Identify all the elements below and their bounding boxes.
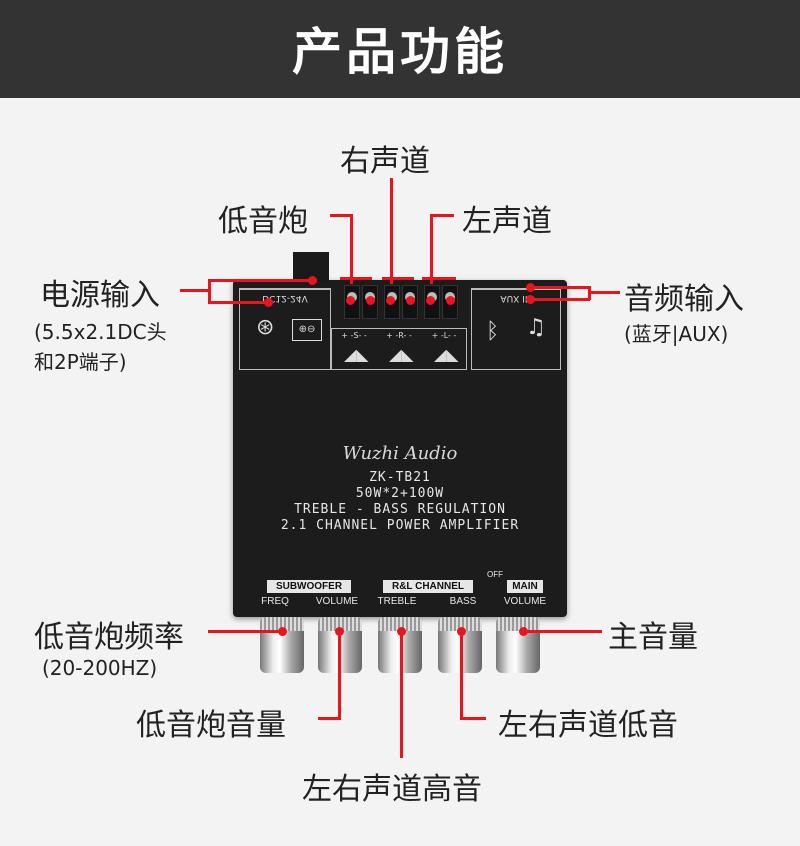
- callout-line: [208, 301, 268, 304]
- sub-freq-knob[interactable]: [260, 617, 304, 673]
- freq-label: FREQ: [261, 596, 289, 607]
- page-title: 产品功能: [292, 23, 508, 81]
- left-channel-label: 左声道: [462, 204, 552, 239]
- speaker-s-label: + -S- -: [341, 331, 367, 340]
- main-volume-label: VOLUME: [503, 596, 547, 607]
- subwoofer-group-label: SUBWOOFER: [267, 580, 351, 593]
- callout-dot: [366, 296, 375, 305]
- callout-line: [530, 298, 590, 301]
- callout-dot: [346, 296, 355, 305]
- callout-line: [530, 286, 590, 289]
- callout-line: [430, 214, 433, 284]
- subwoofer-label: 低音炮: [218, 204, 308, 239]
- speaker-icon: ◢◣: [434, 345, 459, 364]
- callout-line: [330, 214, 352, 217]
- main-volume-callout: 主音量: [608, 620, 698, 655]
- power-input-note-1: (5.5x2.1DC头: [34, 320, 167, 344]
- main-group-label: MAIN: [507, 580, 543, 593]
- brand-logo: Wuzhi Audio: [342, 443, 458, 464]
- callout-line: [382, 277, 414, 280]
- callout-line: [432, 214, 454, 217]
- callout-line: [526, 630, 602, 633]
- callout-line: [460, 632, 463, 720]
- power-text: 50W*2+100W: [355, 486, 445, 501]
- callout-dot: [278, 627, 287, 636]
- callout-dot: [526, 295, 535, 304]
- callout-dot: [335, 627, 344, 636]
- audio-input-note: (蓝牙|AUX): [624, 322, 729, 346]
- aux-jack-icon: ♫: [526, 315, 546, 340]
- speaker-r-label: + -R- -: [386, 331, 412, 340]
- callout-line: [400, 632, 403, 758]
- power-connector-icon: ⊛: [256, 315, 275, 340]
- speaker-l-label: + -L- -: [431, 331, 457, 340]
- sub-volume-label: VOLUME: [315, 596, 359, 607]
- sub-freq-note: (20-200HZ): [42, 656, 158, 680]
- speaker-icon: ◢◣: [389, 345, 414, 364]
- callout-line: [338, 632, 341, 720]
- amplifier-board: DC12-24V ⊛ ⊕⊖ + -S- - + -R- - + -L- - ◢◣…: [233, 280, 567, 617]
- audio-panel: AUX IN ᛒ ♫: [471, 288, 561, 370]
- callout-line: [588, 291, 620, 294]
- callout-dot: [386, 296, 395, 305]
- callout-line: [350, 214, 353, 284]
- bass-label: BASS: [449, 596, 477, 607]
- lr-bass-callout: 左右声道低音: [498, 708, 678, 743]
- right-channel-label: 右声道: [340, 144, 430, 179]
- callout-line: [208, 279, 312, 282]
- sub-freq-label: 低音炮频率: [34, 620, 184, 655]
- callout-line: [180, 289, 210, 292]
- bluetooth-icon: ᛒ: [486, 319, 500, 344]
- callout-line: [208, 630, 282, 633]
- callout-dot: [457, 627, 466, 636]
- callout-line: [340, 277, 372, 280]
- callout-dot: [446, 296, 455, 305]
- power-input-label: 电源输入: [40, 278, 160, 313]
- header-bar: 产品功能: [0, 0, 800, 98]
- speaker-panel: + -S- - + -R- - + -L- - ◢◣ ◢◣ ◢◣: [331, 328, 467, 370]
- callout-dot: [519, 627, 528, 636]
- terminal-icon: ⊕⊖: [292, 319, 322, 341]
- rl-group-label: R&L CHANNEL: [383, 580, 473, 593]
- feature-line-2: 2.1 CHANNEL POWER AMPLIFIER: [280, 518, 520, 533]
- off-label: OFF: [487, 570, 503, 579]
- sub-volume-callout: 低音炮音量: [136, 708, 286, 743]
- callout-dot: [264, 298, 273, 307]
- lr-treble-callout: 左右声道高音: [302, 772, 482, 807]
- model-text: ZK-TB21: [369, 470, 431, 485]
- audio-input-label: 音频输入: [624, 282, 744, 317]
- callout-dot: [406, 296, 415, 305]
- callout-dot: [426, 296, 435, 305]
- treble-label: TREBLE: [377, 596, 417, 607]
- callout-line: [422, 277, 456, 280]
- callout-line: [208, 279, 211, 303]
- power-input-note-2: 和2P端子): [34, 350, 127, 374]
- callout-line: [318, 717, 340, 720]
- speaker-icon: ◢◣: [344, 345, 369, 364]
- callout-line: [460, 717, 486, 720]
- main-volume-knob[interactable]: [496, 617, 540, 673]
- callout-dot: [397, 627, 406, 636]
- callout-line: [390, 178, 393, 284]
- callout-dot: [308, 276, 317, 285]
- feature-line-1: TREBLE - BASS REGULATION: [294, 502, 506, 517]
- power-panel: DC12-24V ⊛ ⊕⊖: [239, 288, 331, 370]
- callout-dot: [526, 283, 535, 292]
